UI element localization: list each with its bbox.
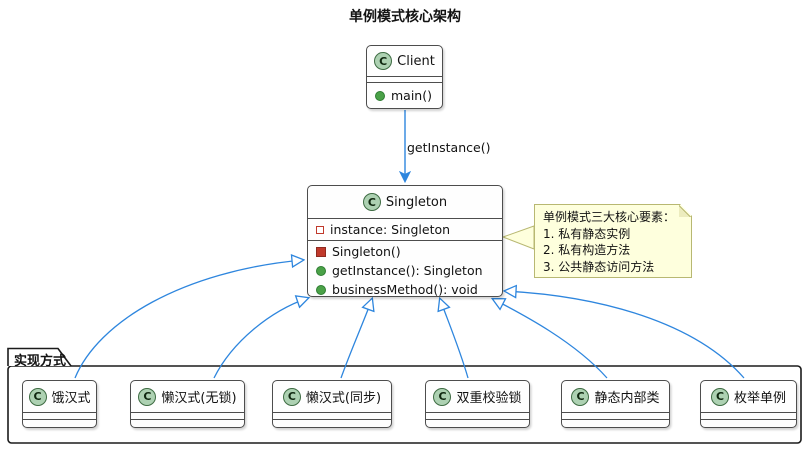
public-method-icon: [316, 265, 326, 276]
edge-double-check: [440, 299, 469, 379]
fields-compartment-empty: [131, 413, 244, 420]
edge-static-inner: [493, 299, 608, 379]
note-core-elements: 单例模式三大核心要素： 1. 私有静态实例 2. 私有构造方法 3. 公共静态访…: [534, 204, 692, 278]
method-row: main(): [367, 83, 442, 108]
class-enum: C 枚举单例: [700, 380, 797, 428]
note-connector: [501, 225, 535, 250]
fields-compartment-empty: [273, 413, 391, 420]
method-label: main(): [391, 88, 432, 103]
class-lazy-sync: C 懒汉式(同步): [272, 380, 392, 428]
methods-compartment: main(): [367, 83, 442, 108]
edge-lazy-nolock: [213, 298, 308, 379]
class-name: 枚举单例: [733, 391, 786, 406]
methods-compartment-empty: [131, 420, 244, 427]
edge-ehan: [74, 260, 303, 379]
class-header: C 双重校验锁: [426, 381, 529, 413]
methods-compartment-empty: [701, 420, 796, 427]
methods-compartment: Singleton() getInstance(): Singleton bus…: [308, 241, 502, 300]
private-method-icon: [316, 246, 326, 257]
fields-compartment: instance: Singleton: [308, 219, 502, 241]
class-icon: C: [433, 387, 452, 406]
class-icon: C: [138, 387, 157, 406]
methods-compartment-empty: [426, 420, 529, 427]
class-client-header: C Client: [367, 46, 442, 77]
class-icon: C: [571, 387, 590, 406]
class-name: 饿汉式: [51, 391, 91, 406]
class-singleton-header: C Singleton: [308, 186, 502, 219]
class-double-check: C 双重校验锁: [425, 380, 530, 428]
class-header: C 懒汉式(无锁): [131, 381, 244, 413]
class-header: C 静态内部类: [562, 381, 669, 413]
method-label: businessMethod(): void: [332, 282, 478, 297]
class-name: 静态内部类: [594, 391, 660, 406]
edges-implementations: [74, 260, 745, 379]
methods-compartment-empty: [273, 420, 391, 427]
class-name: Client: [397, 53, 435, 69]
class-name: 懒汉式(同步): [305, 391, 382, 406]
method-row: businessMethod(): void: [308, 280, 502, 299]
note-line: 单例模式三大核心要素：: [543, 210, 676, 224]
class-icon: C: [710, 387, 729, 406]
class-name: 双重校验锁: [456, 391, 522, 406]
edge-enum: [505, 291, 745, 379]
fields-compartment-empty: [562, 413, 669, 420]
fields-compartment-empty: [426, 413, 529, 420]
public-method-icon: [316, 284, 326, 295]
class-icon: C: [362, 193, 381, 211]
method-row: getInstance(): Singleton: [308, 261, 502, 280]
package-frame: [7, 347, 802, 444]
private-field-icon: [316, 225, 324, 234]
class-lazy-nolock: C 懒汉式(无锁): [130, 380, 245, 428]
class-name: Singleton: [385, 194, 448, 210]
note-line: 3. 公共静态访问方法: [543, 259, 655, 274]
diagram-title: 单例模式核心架构: [349, 9, 461, 25]
field-label: instance: Singleton: [330, 222, 451, 237]
method-label: Singleton(): [332, 244, 401, 259]
class-singleton: C Singleton instance: Singleton Singleto…: [307, 185, 503, 297]
method-label: getInstance(): Singleton: [332, 263, 483, 278]
note-line: 2. 私有构造方法: [543, 243, 631, 257]
class-name: 懒汉式(无锁): [161, 391, 237, 406]
note-line: 1. 私有静态实例: [543, 226, 631, 241]
methods-compartment-empty: [23, 420, 96, 427]
field-row: instance: Singleton: [308, 220, 502, 239]
class-header: C 懒汉式(同步): [273, 381, 391, 413]
class-icon: C: [28, 387, 47, 406]
fields-compartment-empty: [701, 413, 796, 420]
class-header: C 枚举单例: [701, 381, 796, 413]
edge-lazy-sync: [340, 299, 372, 379]
edge-label-getinstance: getInstance(): [407, 140, 491, 155]
public-method-icon: [375, 90, 385, 101]
fields-compartment-empty: [23, 413, 96, 420]
class-icon: C: [374, 52, 393, 70]
class-eager: C 饿汉式: [22, 380, 97, 428]
fields-compartment-empty: [367, 77, 442, 83]
class-static-inner: C 静态内部类: [561, 380, 670, 428]
class-header: C 饿汉式: [23, 381, 96, 413]
method-row: Singleton(): [308, 242, 502, 261]
package-label: 实现方式: [14, 354, 67, 369]
methods-compartment-empty: [562, 420, 669, 427]
class-client: C Client main(): [366, 45, 443, 109]
class-icon: C: [282, 387, 301, 406]
